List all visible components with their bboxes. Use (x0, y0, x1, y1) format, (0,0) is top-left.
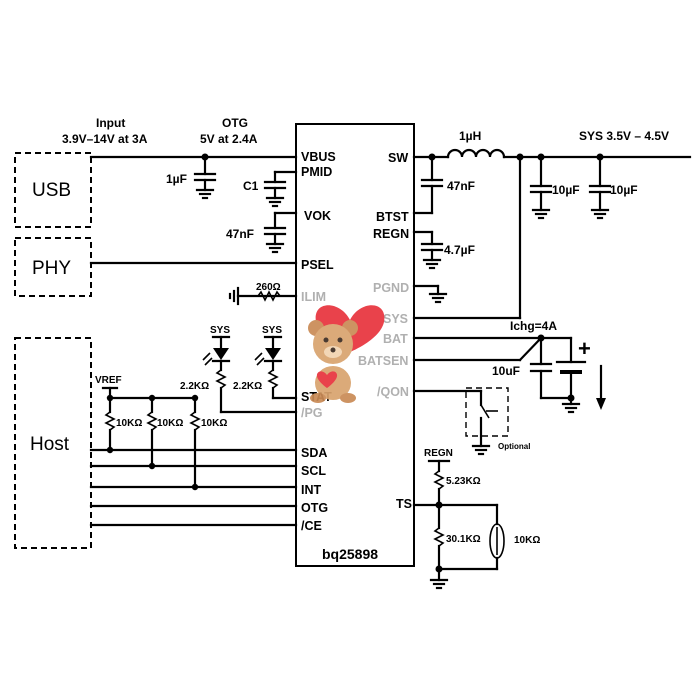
usb-label: USB (32, 180, 71, 201)
otg-range: 5V at 2.4A (200, 132, 258, 146)
junction-dot (191, 483, 199, 491)
inductor-label: 1µH (459, 129, 481, 143)
pin-int: INT (301, 483, 322, 497)
sys-cap-2-label: 10µF (610, 183, 638, 197)
led1-resistor-label: 2.2KΩ (180, 381, 209, 392)
battery-plus-label: + (578, 336, 591, 361)
bear-nose-icon (330, 347, 336, 353)
bear-foot-icon (310, 393, 326, 403)
bat-cap-label: 10uF (492, 364, 520, 378)
ts-upper-resistor-label: 5.23KΩ (446, 476, 481, 487)
pin-scl: SCL (301, 464, 326, 478)
pullup-resistor-3 (189, 411, 201, 431)
ts-lower-resistor (433, 527, 445, 547)
inductor-icon (446, 148, 506, 159)
vok-cap-label: 47nF (226, 227, 254, 241)
bear-eye-icon (323, 337, 329, 343)
regn-cap-label: 4.7µF (444, 243, 475, 257)
btst-cap-label: 47nF (447, 179, 475, 193)
pullup-2-label: 10KΩ (157, 418, 183, 429)
led2-icon (265, 348, 281, 360)
arrow-head-icon (596, 398, 606, 410)
pin-vok: VOK (304, 209, 331, 223)
ts-regn-label: REGN (424, 448, 453, 459)
bear-foot-icon (340, 393, 356, 403)
led2-resistor (267, 369, 279, 389)
phy-block (14, 237, 92, 297)
chip-name: bq25898 (322, 546, 378, 562)
c1-label: C1 (243, 179, 259, 193)
junction-dot (106, 446, 114, 454)
pin-pmid: PMID (301, 165, 332, 179)
pin-sw: SW (388, 151, 408, 165)
led2-sys-label: SYS (262, 325, 282, 336)
pin-regn: REGN (373, 227, 409, 241)
pullup-resistor-1 (104, 411, 116, 431)
ts-upper-resistor (433, 470, 445, 490)
pin-pgnd: PGND (373, 281, 409, 295)
input-title: Input (96, 116, 125, 130)
usb-block (14, 152, 92, 228)
pin-btst: BTST (376, 210, 409, 224)
pin-batsen: BATSEN (358, 354, 408, 368)
led2-resistor-label: 2.2KΩ (233, 381, 262, 392)
pin-pg: /PG (301, 406, 323, 420)
input-range: 3.9V–14V at 3A (62, 132, 148, 146)
ilim-resistor (257, 290, 281, 302)
pin-vbus: VBUS (301, 150, 336, 164)
ilim-resistor-label: 260Ω (256, 282, 281, 293)
host-label: Host (30, 434, 70, 455)
small-heart-icon (316, 371, 338, 388)
pin-qon: /QON (377, 385, 409, 399)
pin-otg: OTG (301, 501, 328, 515)
pin-ts: TS (396, 497, 412, 511)
pullup-1-label: 10KΩ (116, 418, 142, 429)
batsen-wire (518, 336, 543, 362)
switch-lever-icon (480, 404, 490, 419)
sys-cap-1-label: 10µF (552, 183, 580, 197)
sys-range-label: SYS 3.5V – 4.5V (579, 129, 669, 143)
led2-ray (254, 352, 263, 361)
led1-ray (204, 357, 213, 366)
pin-ce: /CE (301, 519, 322, 533)
pin-bat: BAT (383, 332, 408, 346)
ichg-label: Ichg=4A (510, 319, 557, 333)
pin-sda: SDA (301, 446, 327, 460)
led1-ray (202, 352, 211, 361)
otg-title: OTG (222, 116, 248, 130)
host-block (14, 337, 92, 549)
bear-head-icon (313, 324, 353, 364)
pin-ilim: ILIM (301, 290, 326, 304)
pullup-resistor-2 (146, 411, 158, 431)
led1-icon (213, 348, 229, 360)
junction-dot (148, 462, 156, 470)
vref-label: VREF (95, 375, 122, 386)
pullup-3-label: 10KΩ (201, 418, 227, 429)
led2-ray (256, 357, 265, 366)
cap-1uf-label: 1µF (166, 172, 187, 186)
phy-label: PHY (32, 258, 71, 279)
pin-psel: PSEL (301, 258, 334, 272)
led1-sys-label: SYS (210, 325, 230, 336)
pin-sys: SYS (383, 312, 408, 326)
bear-eye-icon (337, 337, 343, 343)
teddy-bear-heart-watermark (308, 305, 385, 403)
ts-lower-resistor-label: 30.1KΩ (446, 534, 481, 545)
ntc-label: 10KΩ (514, 535, 540, 546)
optional-switch-box (465, 387, 509, 437)
led1-resistor (215, 369, 227, 389)
optional-label: Optional (498, 442, 530, 451)
junction-dot (567, 394, 575, 402)
